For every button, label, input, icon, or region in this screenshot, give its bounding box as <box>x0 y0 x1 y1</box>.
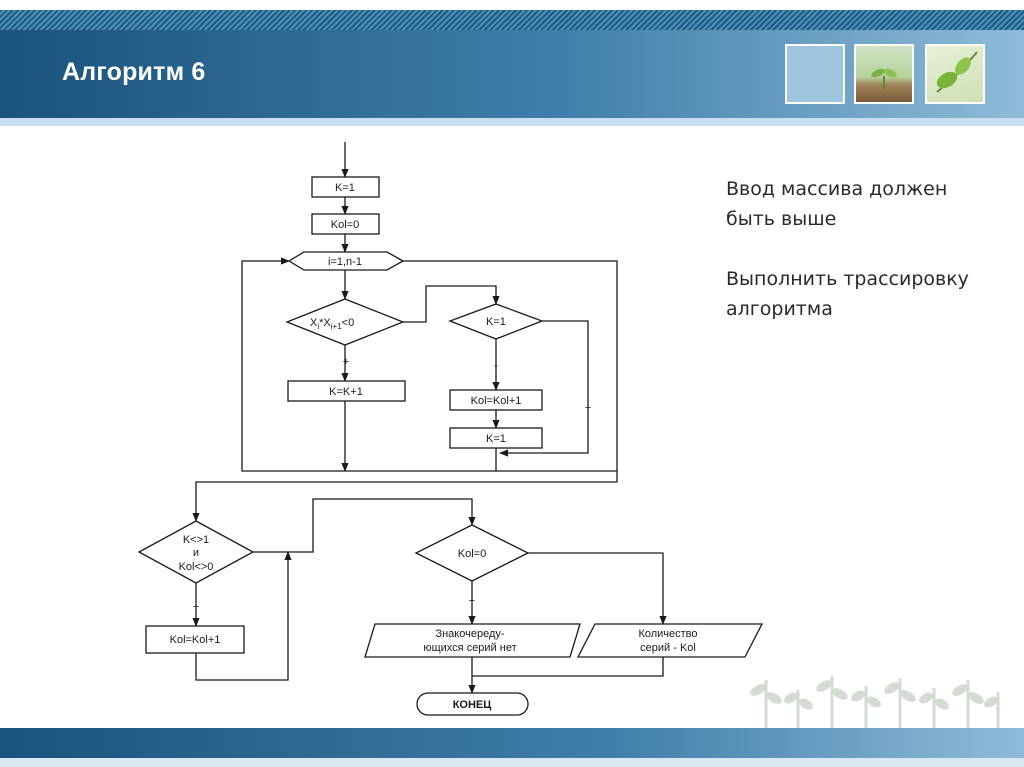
label-sign-change: Xi*Xi+1<0 <box>310 317 354 331</box>
label-kol-zero: Kol=0 <box>458 548 486 560</box>
note-trace-algorithm: Выполнить трассировку алгоритма <box>726 268 969 320</box>
label-kol-increment-inner: Kol=Kol+1 <box>471 395 522 407</box>
slide-notes: Ввод массива должен быть выше Выполнить … <box>726 174 986 324</box>
header-underline <box>0 118 1024 126</box>
header-band <box>0 30 1024 118</box>
footer-band <box>0 728 1024 758</box>
leaves-thumbnail <box>925 44 985 104</box>
label-final-line2: и <box>193 547 199 559</box>
header-stripe <box>0 10 1024 30</box>
footer-line <box>0 758 1024 767</box>
label-count-line1: Количество <box>638 628 697 640</box>
loop-frame <box>241 257 618 472</box>
terminator-end <box>416 692 529 716</box>
leaves-icon <box>936 51 978 93</box>
label-k-init: K=1 <box>335 182 355 194</box>
slide-title: Алгоритм 6 <box>62 58 206 86</box>
minus-k-equals-1: - <box>494 360 498 372</box>
plus-final-check: + <box>193 601 199 613</box>
label-loop: i=1,n-1 <box>328 256 362 268</box>
label-no-series-line1: Знакочереду- <box>435 628 504 640</box>
plus-kol-zero: + <box>469 595 475 607</box>
box-kol-increment-outer <box>145 625 245 654</box>
label-no-series-line2: ющихся серий нет <box>423 642 516 654</box>
output-series-count <box>576 623 764 658</box>
sprout-thumbnail <box>854 44 914 104</box>
label-final-line3: Kol<>0 <box>179 561 214 573</box>
blank-thumbnail <box>785 44 845 104</box>
note-input-array: Ввод массива должен быть выше <box>726 178 948 230</box>
label-kol-init: Kol=0 <box>331 219 359 231</box>
label-k-increment: K=K+1 <box>329 386 363 398</box>
output-no-series <box>364 623 581 658</box>
label-k-equals-1: K=1 <box>486 316 506 328</box>
label-end: КОНЕЦ <box>453 699 492 711</box>
sprout-icon <box>871 68 897 90</box>
plus-sign-change: + <box>343 356 349 368</box>
label-k-reset: K=1 <box>486 433 506 445</box>
plus-k-equals-1: + <box>585 402 591 414</box>
label-final-line1: K<>1 <box>183 534 209 546</box>
label-kol-increment-outer: Kol=Kol+1 <box>170 634 221 646</box>
label-count-line2: серий - Kol <box>640 642 696 654</box>
sprouts-decoration <box>750 676 1000 728</box>
box-k-increment <box>287 380 406 402</box>
